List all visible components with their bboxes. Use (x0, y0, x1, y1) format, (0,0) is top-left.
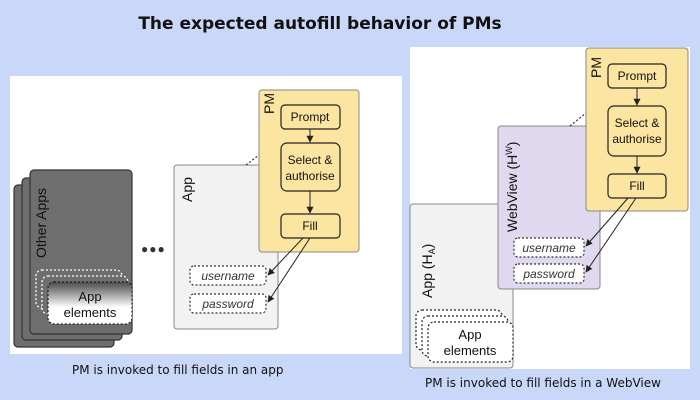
page-title: The expected autofill behavior of PMs (138, 14, 502, 34)
webview-label-end: ) (504, 142, 520, 147)
select-label-line2: authorise (285, 169, 335, 183)
app-ha-label-sub: A (427, 248, 437, 254)
app-label: App (179, 177, 195, 202)
other-apps-stack: Other Apps App elements (13, 169, 133, 348)
ellipsis: ●●● (141, 242, 166, 256)
rh-select-label-line2: authorise (612, 132, 662, 146)
rh-prompt-label: Prompt (618, 69, 657, 83)
app-elements-label-line2: elements (64, 305, 117, 320)
other-apps-label: Other Apps (33, 188, 49, 258)
app-ha-label-end: ) (419, 244, 435, 249)
rh-fill-label: Fill (629, 179, 644, 193)
select-label-line1: Select & (288, 153, 333, 167)
webview-pm-connector (569, 112, 587, 127)
app-ha-label: App (HA) (419, 244, 437, 298)
rh-password-label: password (522, 267, 575, 281)
left-caption: PM is invoked to fill fields in an app (72, 363, 284, 377)
webview-label-text: WebView (H (504, 155, 520, 232)
right-caption: PM is invoked to fill fields in a WebVie… (425, 376, 661, 390)
rh-select-label-line1: Select & (615, 116, 660, 130)
fill-to-username-arrow (267, 237, 304, 276)
webview-label: WebView (HW) (504, 142, 520, 232)
select-authorise-step (280, 142, 341, 192)
app-ha-label-text: App (H (419, 254, 435, 298)
webview-label-sup: W (504, 146, 514, 155)
rh-select-authorise-step (607, 105, 667, 157)
fill-to-password-arrow (267, 237, 311, 303)
app-elements-card-front (47, 281, 133, 325)
rh-app-elements-line1: App (458, 327, 481, 342)
rh-username-field (513, 237, 585, 258)
rh-app-elements-card-front (427, 321, 514, 363)
password-field (189, 293, 267, 314)
rh-fill-to-password-arrow (585, 197, 637, 273)
rh-fill-to-username-arrow (585, 197, 629, 247)
rh-password-field (513, 263, 585, 284)
username-field (189, 265, 267, 286)
rh-username-label: username (522, 241, 576, 255)
username-label: username (201, 269, 255, 283)
app-elements-label-line1: App (78, 289, 101, 304)
app-pm-connector (245, 154, 260, 166)
fill-label: Fill (302, 219, 317, 233)
password-label: password (201, 297, 254, 311)
rh-fill-step (607, 173, 667, 199)
rh-pm-label: PM (588, 57, 604, 78)
rh-app-elements-line2: elements (444, 343, 497, 358)
pm-label: PM (261, 93, 277, 114)
prompt-label: Prompt (291, 110, 330, 124)
fill-step (280, 213, 341, 239)
